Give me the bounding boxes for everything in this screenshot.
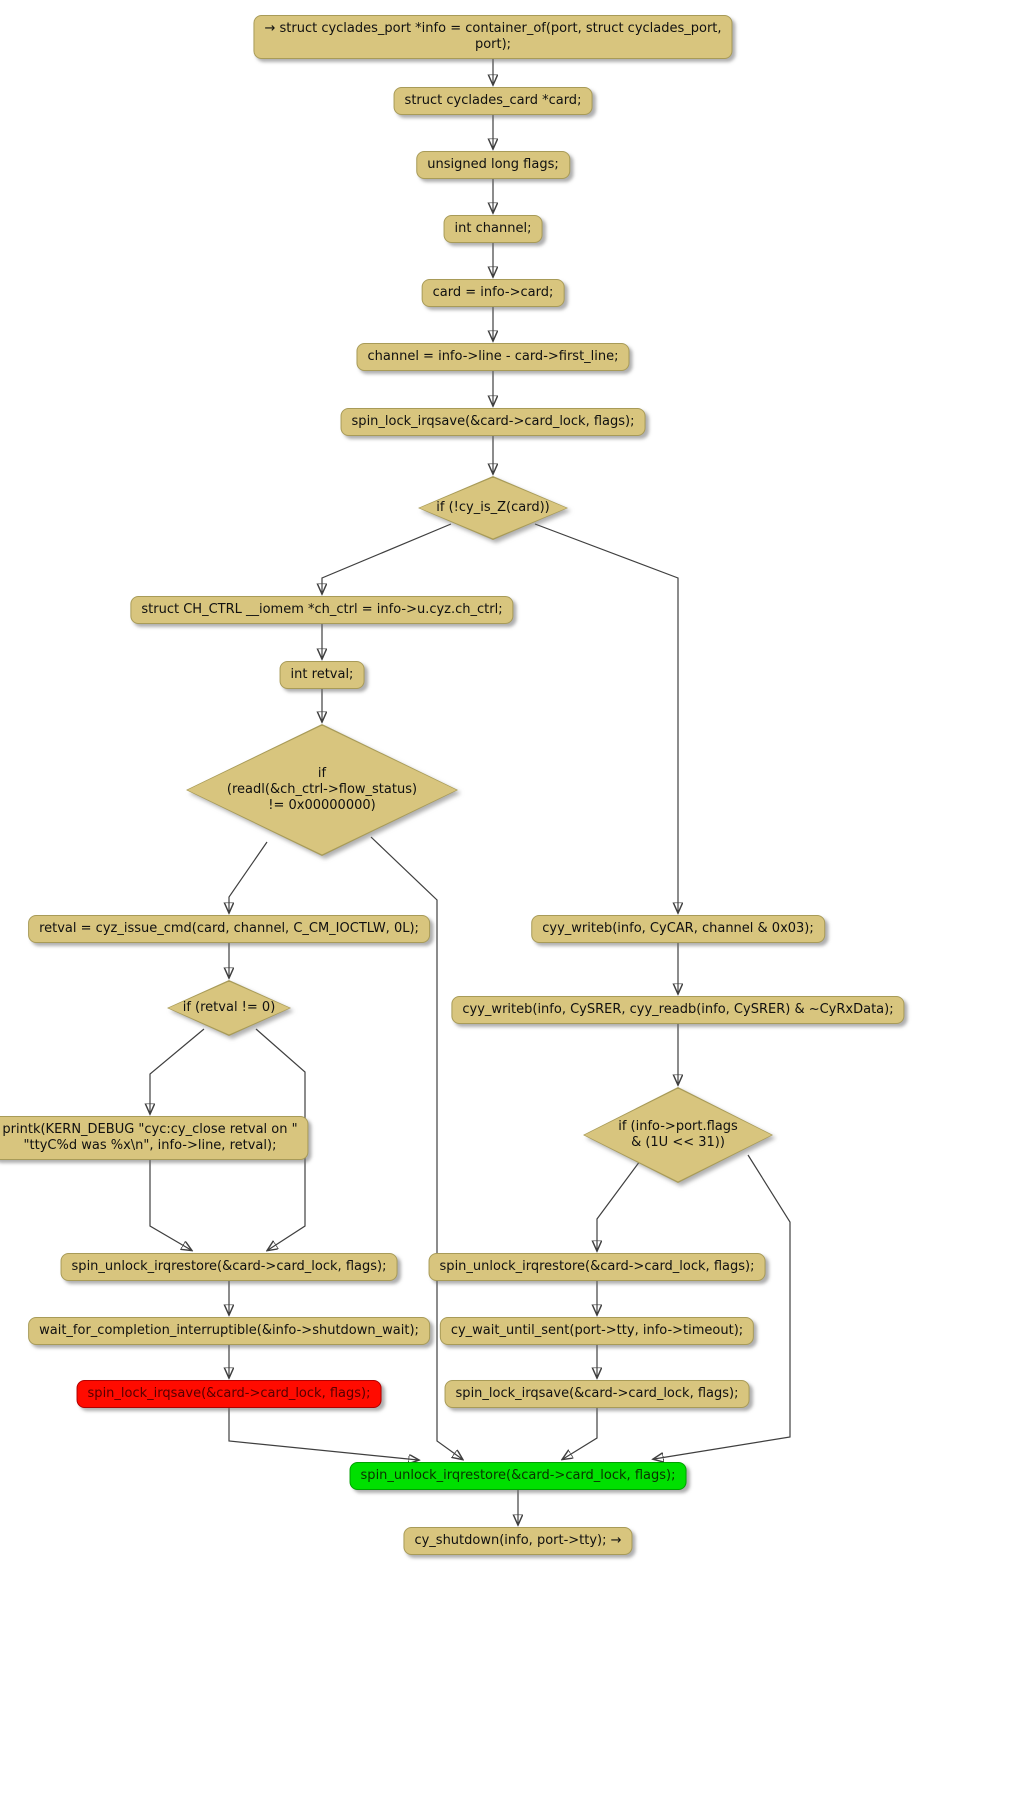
decision-retval: if (retval != 0) [167, 980, 291, 1036]
decision-cy-is-z: if (!cy_is_Z(card)) [418, 476, 568, 540]
node-declare-flags: unsigned long flags; [416, 151, 570, 179]
node-cyy-writeb-cysrer: cyy_writeb(info, CySRER, cyy_readb(info,… [451, 996, 905, 1024]
node-cy-wait-until-sent: cy_wait_until_sent(port->tty, info->time… [439, 1317, 755, 1345]
decision-label: if (info->port.flags & (1U << 31)) [618, 1119, 738, 1150]
flow-arrow [150, 1028, 205, 1113]
flow-arrow [654, 1154, 791, 1459]
node-assign-card: card = info->card; [421, 279, 565, 307]
node-spin-lock-red: spin_lock_irqsave(&card->card_lock, flag… [76, 1380, 382, 1408]
node-spin-unlock-right: spin_unlock_irqrestore(&card->card_lock,… [428, 1253, 766, 1281]
node-cyz-issue-cmd: retval = cyz_issue_cmd(card, channel, C_… [28, 915, 430, 943]
node-spin-unlock-left: spin_unlock_irqrestore(&card->card_lock,… [60, 1253, 398, 1281]
node-ch-ctrl: struct CH_CTRL __iomem *ch_ctrl = info->… [130, 596, 514, 624]
node-cy-shutdown-exit: cy_shutdown(info, port->tty); → [403, 1527, 633, 1555]
flow-arrow [228, 1406, 418, 1460]
node-printk: printk(KERN_DEBUG "cyc:cy_close retval o… [0, 1116, 309, 1160]
node-wait-completion: wait_for_completion_interruptible(&info-… [28, 1317, 430, 1345]
flow-arrow [563, 1406, 598, 1459]
decision-flow-status: if (readl(&ch_ctrl->flow_status) != 0x00… [186, 724, 458, 856]
node-spin-unlock-green: spin_unlock_irqrestore(&card->card_lock,… [349, 1462, 687, 1490]
node-cyy-writeb-cycar: cyy_writeb(info, CyCAR, channel & 0x03); [531, 915, 825, 943]
flow-arrow [149, 1158, 191, 1250]
node-declare-channel: int channel; [443, 215, 543, 243]
decision-port-flags: if (info->port.flags & (1U << 31)) [583, 1087, 773, 1183]
decision-label: if (!cy_is_Z(card)) [436, 500, 550, 515]
flow-arrow [534, 523, 678, 912]
node-declare-retval: int retval; [279, 661, 365, 689]
node-entry: → struct cyclades_port *info = container… [253, 15, 733, 59]
decision-label: if (retval != 0) [182, 1000, 276, 1015]
node-declare-card: struct cyclades_card *card; [393, 87, 593, 115]
node-spin-lock: spin_lock_irqsave(&card->card_lock, flag… [340, 408, 646, 436]
decision-label: if (readl(&ch_ctrl->flow_status) != 0x00… [226, 766, 418, 813]
node-spin-lock-right: spin_lock_irqsave(&card->card_lock, flag… [444, 1380, 750, 1408]
node-assign-channel: channel = info->line - card->first_line; [356, 343, 630, 371]
